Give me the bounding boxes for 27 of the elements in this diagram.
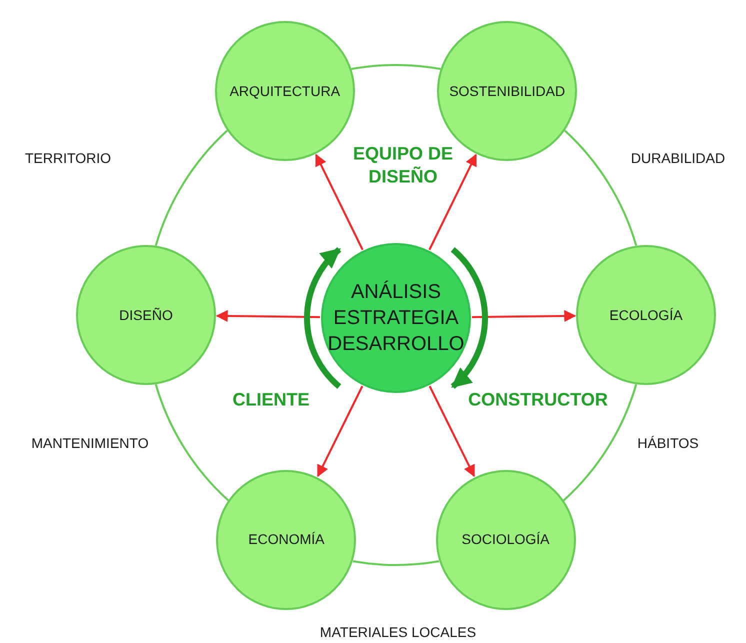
aspect-label: HÁBITOS: [637, 434, 699, 452]
ring-connector: [562, 384, 638, 502]
aspect-label: MANTENIMIENTO: [31, 434, 149, 452]
arrow: [216, 310, 320, 322]
group-label: CLIENTE: [232, 388, 310, 412]
ring-connector: [352, 560, 440, 566]
aspect-label: MATERIALES LOCALES: [320, 622, 476, 642]
arrow: [428, 386, 476, 478]
aspect-label: TERRITORIO: [24, 148, 112, 168]
node-label: ECONOMÍA: [247, 531, 326, 548]
node-label: ANÁLISIS ESTRATEGIA DESARROLLO: [326, 280, 466, 357]
arrow: [315, 154, 364, 250]
node-label: ARQUITECTURA: [228, 82, 342, 100]
aspect-label: DURABILIDAD: [630, 148, 726, 168]
arrow: [472, 310, 576, 322]
ring-connector: [564, 130, 638, 246]
ring-connector: [154, 384, 230, 502]
group-label: EQUIPO DE DISEÑO: [352, 142, 454, 189]
node-label: DISEÑO: [118, 306, 174, 324]
node-label: SOCIOLOGÍA: [460, 531, 551, 548]
node-label: ECOLOGÍA: [608, 306, 684, 324]
group-label: CONSTRUCTOR: [468, 388, 608, 412]
node-label: SOSTENIBILIDAD: [448, 82, 566, 100]
arrow: [428, 154, 477, 250]
ring-connector: [351, 64, 441, 70]
arrow: [316, 386, 364, 478]
ring-connector: [154, 130, 228, 246]
